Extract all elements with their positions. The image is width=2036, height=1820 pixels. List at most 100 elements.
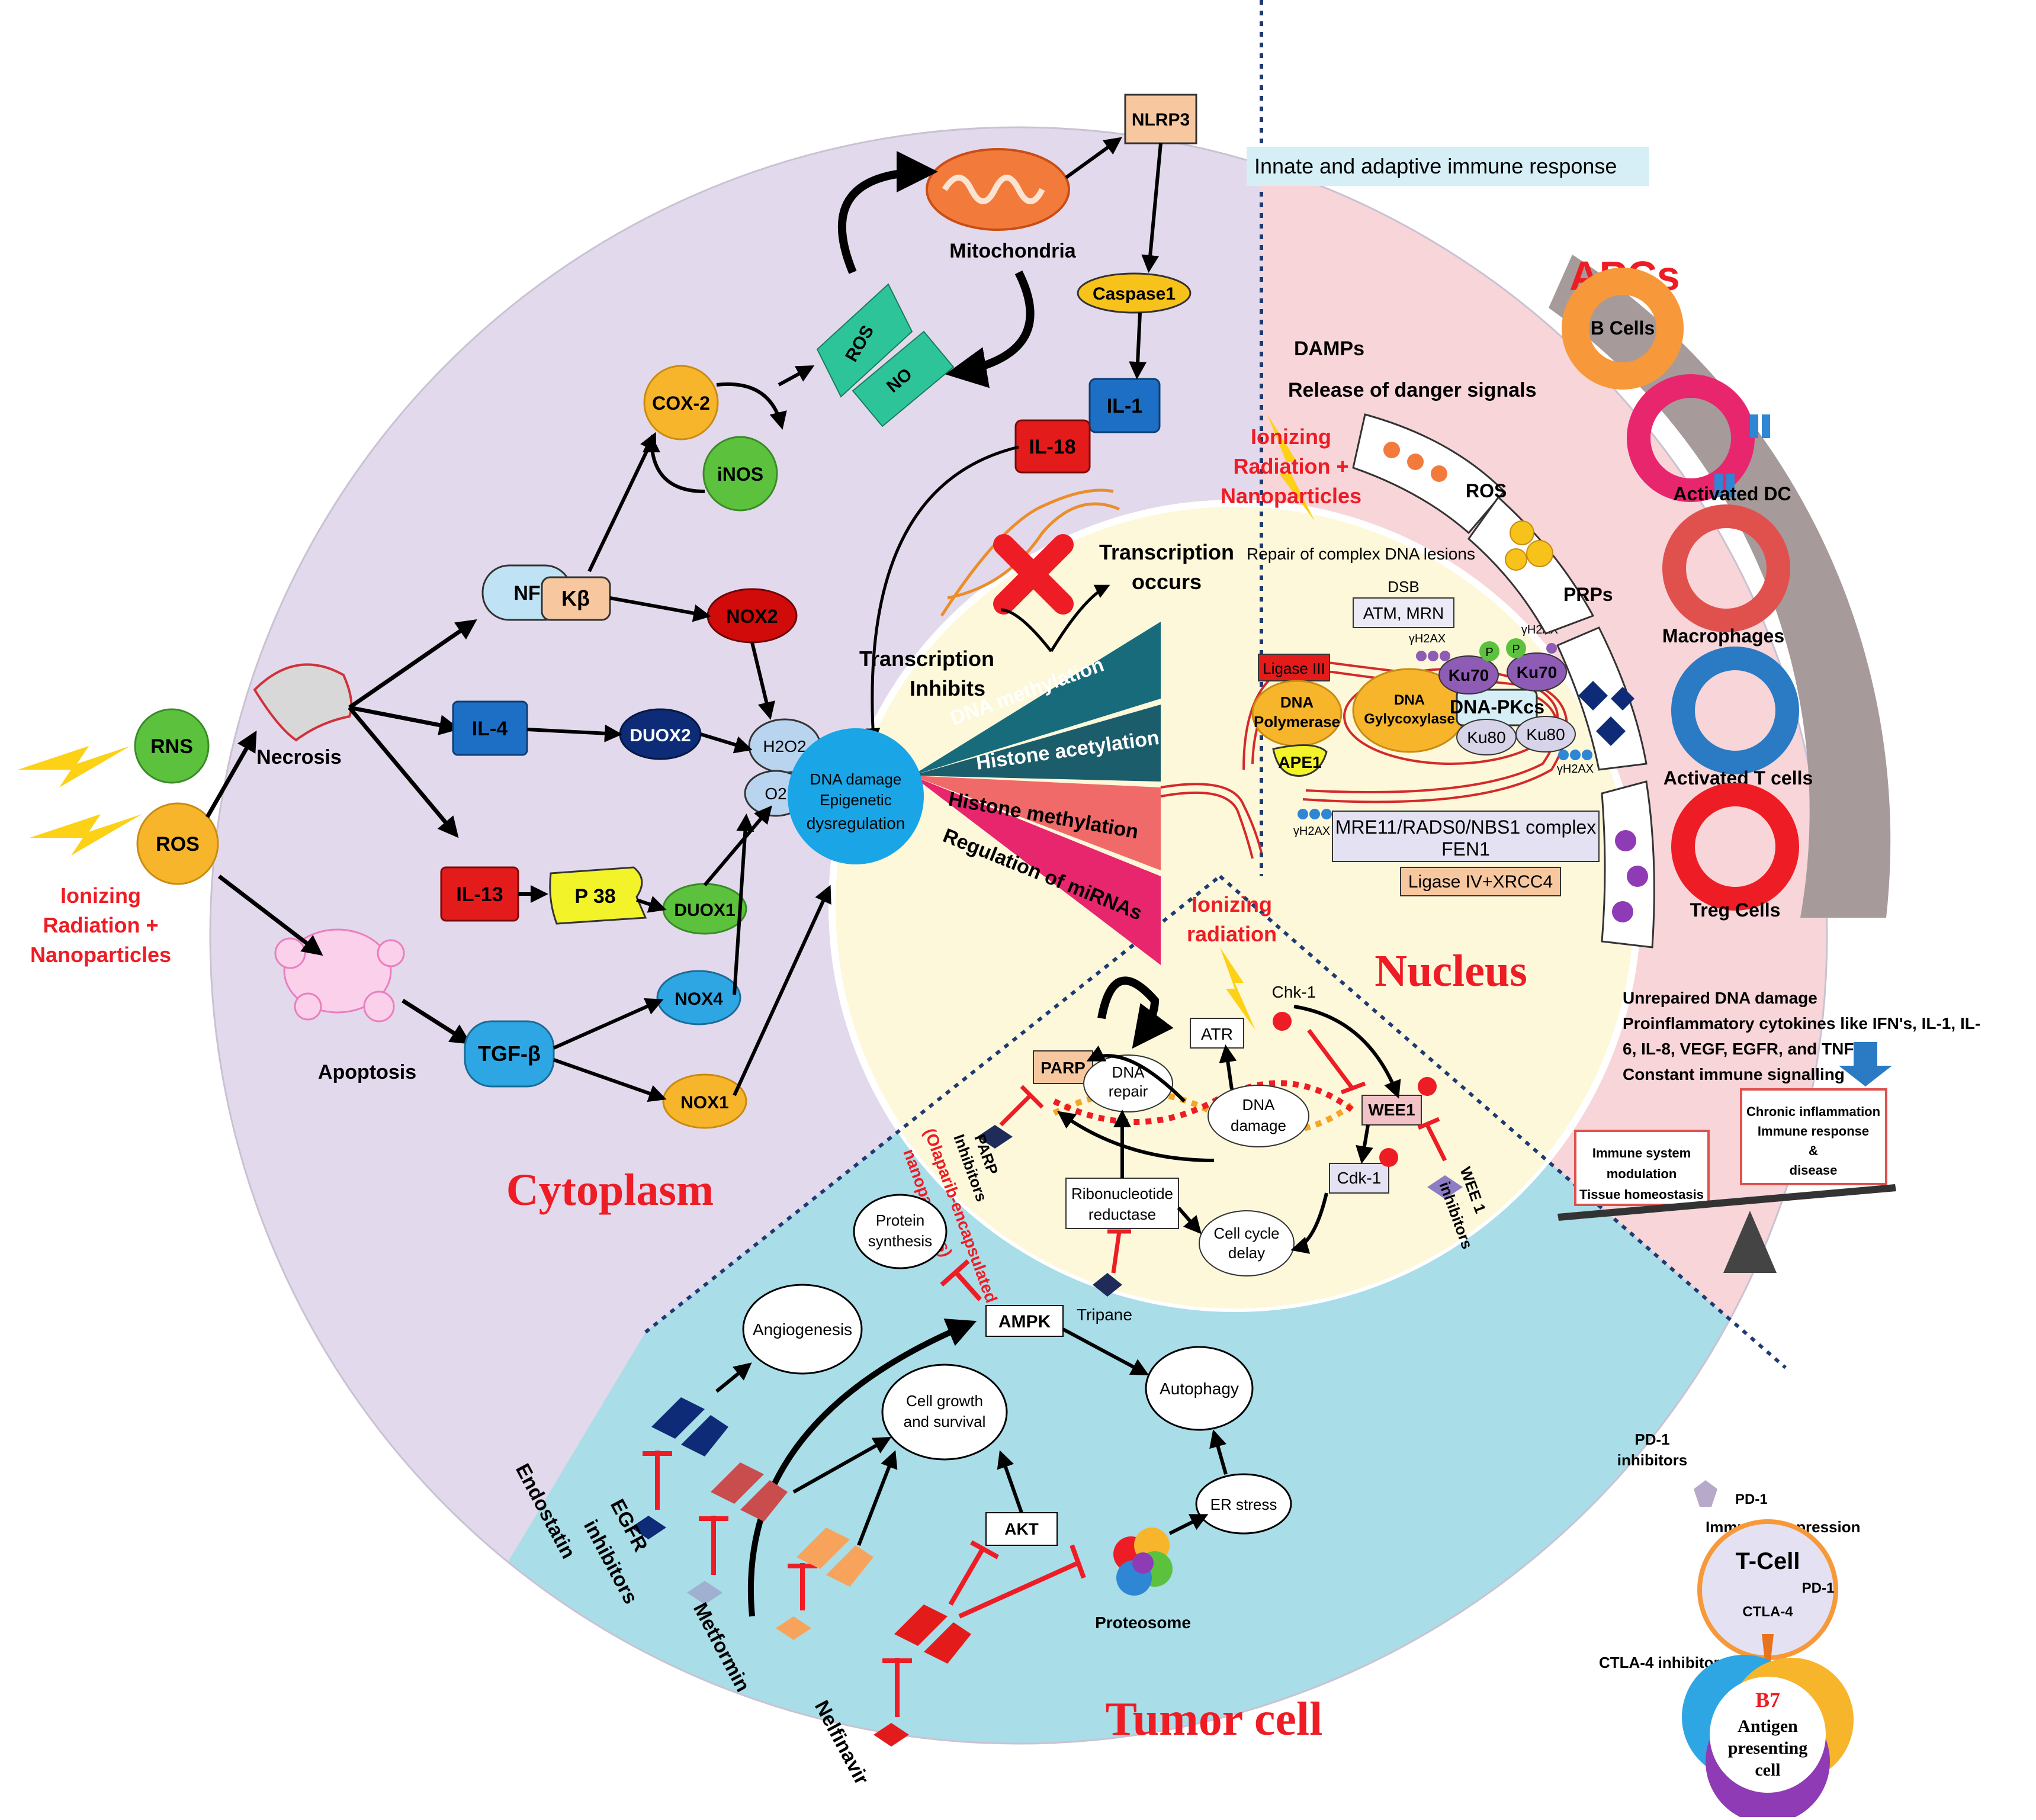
necrotic-icons [1578,681,1634,746]
dna-polymerase-line: Polymerase [1254,713,1340,731]
gh2ax-markers-blue [1298,750,1592,819]
ampk-label: AMPK [998,1312,1051,1332]
p38-node [549,866,647,925]
phospho-p-label: P [1485,646,1493,659]
activated-t-ring [1671,647,1799,774]
ionizing-mid-line: radiation [1187,922,1277,946]
phospho-p [1479,641,1499,661]
il4-label: IL-4 [472,718,508,740]
er-stress-label: ER stress [1210,1496,1277,1513]
caspase1-label: Caspase1 [1093,284,1176,304]
tumor-arrows [715,1319,1228,1617]
mre11-line: MRE11/RADS0/NBS1 complex [1335,816,1596,838]
balance-beam [1557,1184,1896,1221]
ros-flag [816,283,913,398]
p38-label: P 38 [574,885,615,908]
pd1-label: PD-1 [1735,1491,1768,1507]
cell-cycle-delay-bubble [1199,1210,1295,1276]
apc-line: presenting [1728,1738,1807,1758]
inos-label: iNOS [717,464,763,485]
ros-node [136,802,219,885]
dc-receptor-icon [1714,414,1770,497]
autophagy-bubble [1145,1346,1254,1431]
b-cells-ring [1562,268,1684,390]
fan-histone-methylation [912,776,1161,870]
apc-line: cell [1755,1760,1780,1780]
cox2-label: COX-2 [652,393,710,414]
immune-header-bg [1247,147,1649,186]
balance-fulcrum [1723,1211,1777,1273]
ros-icons [1383,442,1447,482]
dna-damage-hub-line: DNA damage [810,770,902,788]
dna-pkcs-label: DNA-PKcs [1450,696,1544,718]
left-box-line: modulation [1607,1166,1677,1181]
ribonucleotide-line: reductase [1088,1205,1156,1223]
il1-node [1088,378,1161,433]
atm-mrn-label: ATM, MRN [1363,604,1444,622]
inos-cox2-loop [643,435,705,493]
unrepaired-line: Constant immune signalling [1623,1065,1845,1083]
lightning-icon-mid [1220,947,1255,1030]
lightning-icon [30,814,142,856]
tripane-icon [1093,1273,1122,1297]
immune-header: Innate and adaptive immune response [1254,154,1617,178]
phospho-p [1506,638,1526,658]
autophagy-label: Autophagy [1160,1380,1239,1398]
chk1-label: Chk-1 [1272,983,1316,1001]
dna-glycosylase-line: Gylycoxylase [1364,711,1454,727]
il4-node [452,700,528,756]
debris-icons [1612,830,1648,922]
gh2ax-label: γH2AX [1409,632,1446,645]
dna-repair-line: repair [1109,1082,1148,1100]
nox4-label: NOX4 [675,989,723,1009]
akt-box [985,1512,1058,1546]
cell-cycle-delay-line: Cell cycle [1213,1224,1279,1242]
nf-label: NF [513,582,540,604]
macrophages-ring [1662,504,1790,632]
pd1-inhibitors-text: PD-1 inhibitors [1617,1430,1687,1469]
ionizing-left: Ionizing Radiation + Nanoparticles [30,883,171,967]
transcription-occurs-line: Transcription [1099,540,1234,564]
rns-node [134,708,210,784]
endostatin-drug-icon [631,1516,666,1539]
fan-histone-acetylation [912,705,1161,782]
inos-node [702,436,778,512]
lightning-icon-top [1267,414,1315,521]
transcription-occurs-line: occurs [1132,570,1202,594]
dna-damage-hub-line: Epigenetic [820,791,891,809]
egfr-drug-icon [687,1581,722,1604]
unrepaired-line: 6, IL-8, VEGF, EGFR, and TNFα [1623,1040,1864,1058]
apoptosis-label: Apoptosis [318,1061,416,1083]
protein-synthesis-bubble [853,1194,948,1269]
cell-growth-line: and survival [904,1413,986,1430]
fan-regulation-mirnas [912,776,1161,965]
tripane-label: Tripane [1077,1305,1132,1324]
unrepaired-text: Unrepaired DNA damage Proinflammatory cy… [1623,989,1980,1083]
wee1-phospho [1418,1077,1437,1096]
nox4-node [656,970,741,1025]
b-cells-label: B Cells [1591,317,1655,339]
necrosis-shape [253,663,353,742]
ros-label: ROS [156,833,200,856]
damps-label: DAMPs [1294,337,1364,360]
cell-growth-bubble [881,1364,1008,1461]
akt-label: AKT [1004,1520,1039,1538]
ligase4-label: Ligase IV+XRCC4 [1408,872,1553,892]
cdk1-box [1329,1163,1389,1194]
apoptosis-shape [274,928,405,1022]
wee1-label: WEE1 [1368,1101,1415,1119]
tumor-inhibitions [643,1259,1086,1717]
ionizing-left-line: Ionizing [60,883,141,908]
mre11-box [1332,811,1600,862]
transcription-inhibits-line: Inhibits [910,676,985,700]
dna-damage2-line: damage [1231,1117,1286,1134]
phospho-p-label: P [1512,643,1520,656]
tcell-label: T-Cell [1736,1548,1800,1574]
cell-cycle-delay-line: delay [1228,1244,1265,1262]
mre11-line: FEN1 [1441,838,1490,860]
ionizing-left-line: Nanoparticles [30,943,171,967]
il18-to-dna-arrow [865,445,1019,743]
il1-label: IL-1 [1107,395,1142,417]
pd1-inhibitors-line: inhibitors [1617,1451,1687,1469]
